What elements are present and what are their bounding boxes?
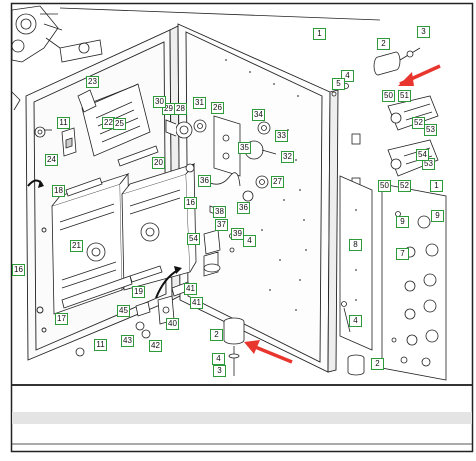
right-foot — [347, 354, 365, 376]
callout-label-28: 28 — [174, 103, 187, 115]
footer-band — [12, 412, 472, 424]
callout-label-24: 24 — [45, 154, 58, 166]
cabinet-door — [177, 23, 339, 373]
side-panel — [339, 175, 373, 351]
component-handle — [61, 127, 77, 157]
top-edge — [59, 7, 381, 21]
callout-label-54: 54 — [416, 149, 429, 161]
callout-label-41: 41 — [184, 283, 197, 295]
door-components — [165, 115, 277, 217]
callout-label-2: 2 — [210, 329, 223, 341]
drive-modules — [51, 162, 197, 315]
callout-label-11: 11 — [94, 339, 107, 351]
cabinet-foot-top — [331, 47, 421, 97]
callout-label-42: 42 — [149, 340, 162, 352]
callout-label-3: 3 — [213, 365, 226, 377]
callout-label-5: 5 — [332, 78, 345, 90]
callout-label-35: 35 — [238, 142, 251, 154]
callout-label-52: 52 — [398, 180, 411, 192]
footer-strip — [12, 384, 472, 386]
outer-frame — [10, 2, 474, 453]
callout-label-9: 9 — [396, 216, 409, 228]
callout-label-3: 3 — [417, 26, 430, 38]
callout-label-19: 19 — [132, 286, 145, 298]
callout-label-34: 34 — [252, 109, 265, 121]
callout-label-43: 43 — [121, 335, 134, 347]
callout-label-26: 26 — [211, 102, 224, 114]
callout-label-53: 53 — [424, 124, 437, 136]
callout-label-54: 54 — [187, 233, 200, 245]
callout-label-33: 33 — [275, 130, 288, 142]
callout-label-40: 40 — [166, 318, 179, 330]
callout-label-51: 51 — [398, 90, 411, 102]
callout-label-2: 2 — [371, 358, 384, 370]
callout-label-16: 16 — [184, 197, 197, 209]
callout-label-17: 17 — [55, 313, 68, 325]
callout-label-52: 52 — [412, 117, 425, 129]
component-switch — [34, 126, 52, 138]
cabinet-foot-bottom — [223, 317, 245, 376]
callout-label-1: 1 — [430, 180, 443, 192]
callout-label-38: 38 — [213, 206, 226, 218]
callout-label-31: 31 — [193, 97, 206, 109]
callout-label-36: 36 — [198, 175, 211, 187]
callout-label-4: 4 — [243, 235, 256, 247]
callout-label-23: 23 — [86, 76, 99, 88]
callout-label-45: 45 — [117, 305, 130, 317]
callout-label-39: 39 — [231, 228, 244, 240]
callout-label-18: 18 — [52, 185, 65, 197]
locks — [351, 95, 439, 189]
callout-label-32: 32 — [281, 151, 294, 163]
callout-label-27: 27 — [271, 176, 284, 188]
lower-parts — [75, 281, 191, 357]
callout-label-8: 8 — [349, 239, 362, 251]
callout-label-37: 37 — [215, 219, 228, 231]
callout-label-20: 20 — [152, 157, 165, 169]
callout-label-36: 36 — [237, 202, 250, 214]
callout-label-50: 50 — [382, 90, 395, 102]
callout-label-9: 9 — [431, 210, 444, 222]
machine-fragment — [11, 5, 103, 111]
callout-label-4: 4 — [212, 353, 225, 365]
callout-label-21: 21 — [70, 240, 83, 252]
callout-label-30: 30 — [153, 96, 166, 108]
terminal-rails — [61, 145, 163, 309]
callout-label-11: 11 — [57, 117, 70, 129]
callout-label-41: 41 — [190, 297, 203, 309]
callout-label-50: 50 — [378, 180, 391, 192]
callout-label-16: 16 — [12, 264, 25, 276]
callout-label-7: 7 — [396, 248, 409, 260]
callout-label-25: 25 — [113, 118, 126, 130]
callout-label-2: 2 — [377, 38, 390, 50]
callout-label-1: 1 — [313, 28, 326, 40]
callout-label-4: 4 — [349, 315, 362, 327]
